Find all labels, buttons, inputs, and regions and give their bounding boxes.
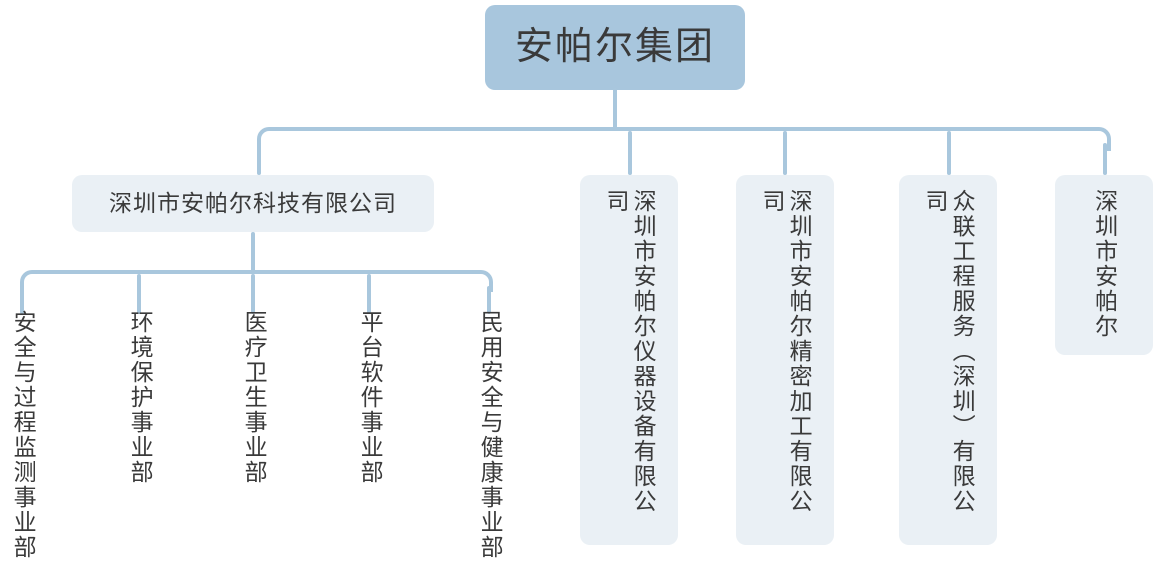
connector-drop-4 — [947, 131, 951, 175]
connector-division-drop-4 — [367, 274, 371, 314]
node-shenzhen-anpaer-instrument[interactable]: 深圳市安帕尔仪器设备有限公司 — [580, 175, 678, 545]
connector-drop-5 — [1103, 143, 1107, 175]
connector-elbow-right — [1087, 127, 1111, 151]
connector-drop-1 — [257, 143, 261, 175]
connector-division-drop-1 — [20, 286, 24, 314]
connector-division-drop-2 — [137, 274, 141, 314]
node-zhonglian-engineering[interactable]: 众联工程服务（深圳）有限公司 — [899, 175, 997, 545]
connector-bus-divisions — [36, 270, 473, 274]
division-label-civil-safety-health[interactable]: 民用安全与健康事业部 — [477, 310, 504, 560]
node-shenzhen-anpaer[interactable]: 深圳市安帕尔 — [1055, 175, 1153, 355]
division-label-platform-software[interactable]: 平台软件事业部 — [357, 310, 384, 485]
connector-division-stem — [251, 232, 255, 272]
connector-bus-level2 — [275, 127, 1089, 131]
connector-division-elbow-left — [20, 270, 42, 292]
division-label-medical-health[interactable]: 医疗卫生事业部 — [241, 310, 268, 485]
connector-elbow-left — [257, 127, 281, 151]
division-label-safety-process-monitoring[interactable]: 安全与过程监测事业部 — [10, 310, 37, 560]
division-label-environmental-protection[interactable]: 环境保护事业部 — [127, 310, 154, 485]
connector-division-drop-5 — [487, 286, 491, 314]
node-root[interactable]: 安帕尔集团 — [485, 5, 745, 90]
node-shenzhen-anpaer-technology[interactable]: 深圳市安帕尔科技有限公司 — [72, 175, 434, 232]
connector-division-elbow-right — [471, 270, 493, 292]
connector-division-drop-3 — [251, 274, 255, 314]
connector-drop-3 — [783, 131, 787, 175]
connector-root-stem — [613, 88, 617, 129]
connector-drop-2 — [628, 131, 632, 175]
node-shenzhen-anpaer-precision[interactable]: 深圳市安帕尔精密加工有限公司 — [736, 175, 834, 545]
